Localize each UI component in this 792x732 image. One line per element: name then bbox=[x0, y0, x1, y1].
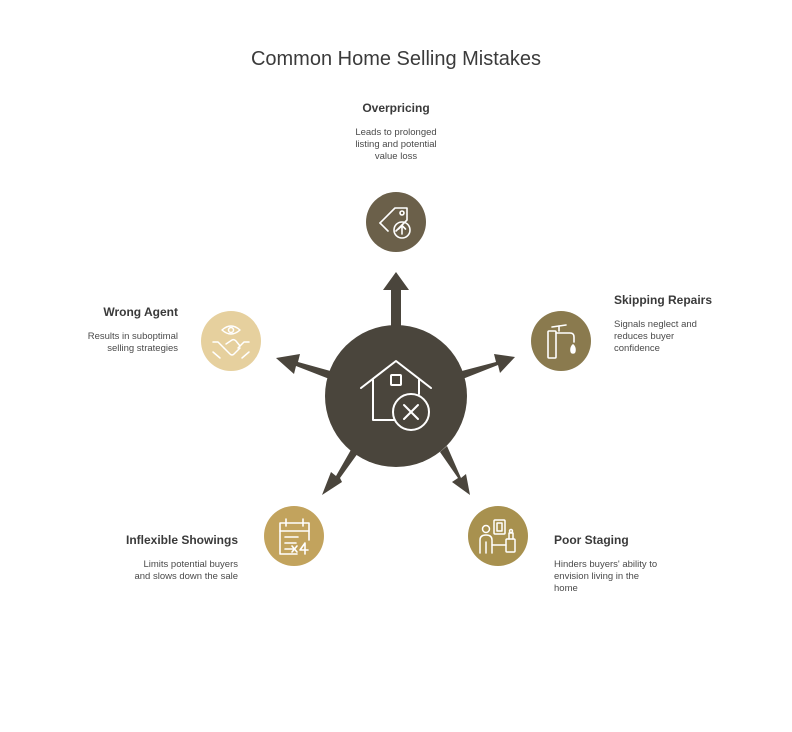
node-inflexible-showings bbox=[264, 506, 324, 566]
inflexible-showings-title: Inflexible Showings bbox=[125, 533, 238, 547]
center-node bbox=[325, 325, 467, 467]
diagram-title: Common Home Selling Mistakes bbox=[250, 48, 542, 70]
arrow-to-poor-staging bbox=[440, 446, 470, 495]
node-wrong-agent bbox=[201, 311, 261, 371]
node-overpricing bbox=[366, 192, 426, 252]
arrow-to-skipping-repairs bbox=[458, 354, 515, 380]
arrow-to-wrong-agent bbox=[276, 354, 334, 380]
overpricing-title: Overpricing bbox=[362, 101, 430, 115]
center-circle bbox=[325, 325, 467, 467]
arrow-to-inflexible-showings bbox=[322, 448, 358, 495]
staging-room-icon bbox=[479, 519, 516, 554]
poor-staging-description: Hinders buyers' ability to envision livi… bbox=[554, 559, 658, 594]
overpricing-circle bbox=[366, 192, 426, 252]
overpricing-description: Leads to prolonged listing and potential… bbox=[355, 127, 437, 162]
arrows-group bbox=[276, 272, 515, 495]
wrong-agent-title: Wrong Agent bbox=[103, 305, 178, 319]
inflexible-showings-circle bbox=[264, 506, 324, 566]
poor-staging-circle bbox=[468, 506, 528, 566]
wrong-agent-description: Results in suboptimal selling strategies bbox=[87, 331, 178, 354]
calendar-x4-icon bbox=[279, 518, 310, 555]
faucet-drip-icon bbox=[547, 324, 576, 359]
inflexible-showings-description: Limits potential buyers and slows down t… bbox=[134, 559, 238, 582]
house-x-icon bbox=[360, 360, 432, 431]
node-skipping-repairs bbox=[531, 311, 591, 371]
skipping-repairs-description: Signals neglect and reduces buyer confid… bbox=[614, 319, 697, 354]
price-tag-up-icon bbox=[379, 207, 411, 239]
arrow-to-overpricing bbox=[383, 272, 409, 330]
handshake-eye-icon bbox=[212, 325, 250, 359]
poor-staging-title: Poor Staging bbox=[554, 533, 629, 547]
node-poor-staging bbox=[468, 506, 528, 566]
skipping-repairs-circle bbox=[531, 311, 591, 371]
skipping-repairs-title: Skipping Repairs bbox=[614, 293, 713, 307]
